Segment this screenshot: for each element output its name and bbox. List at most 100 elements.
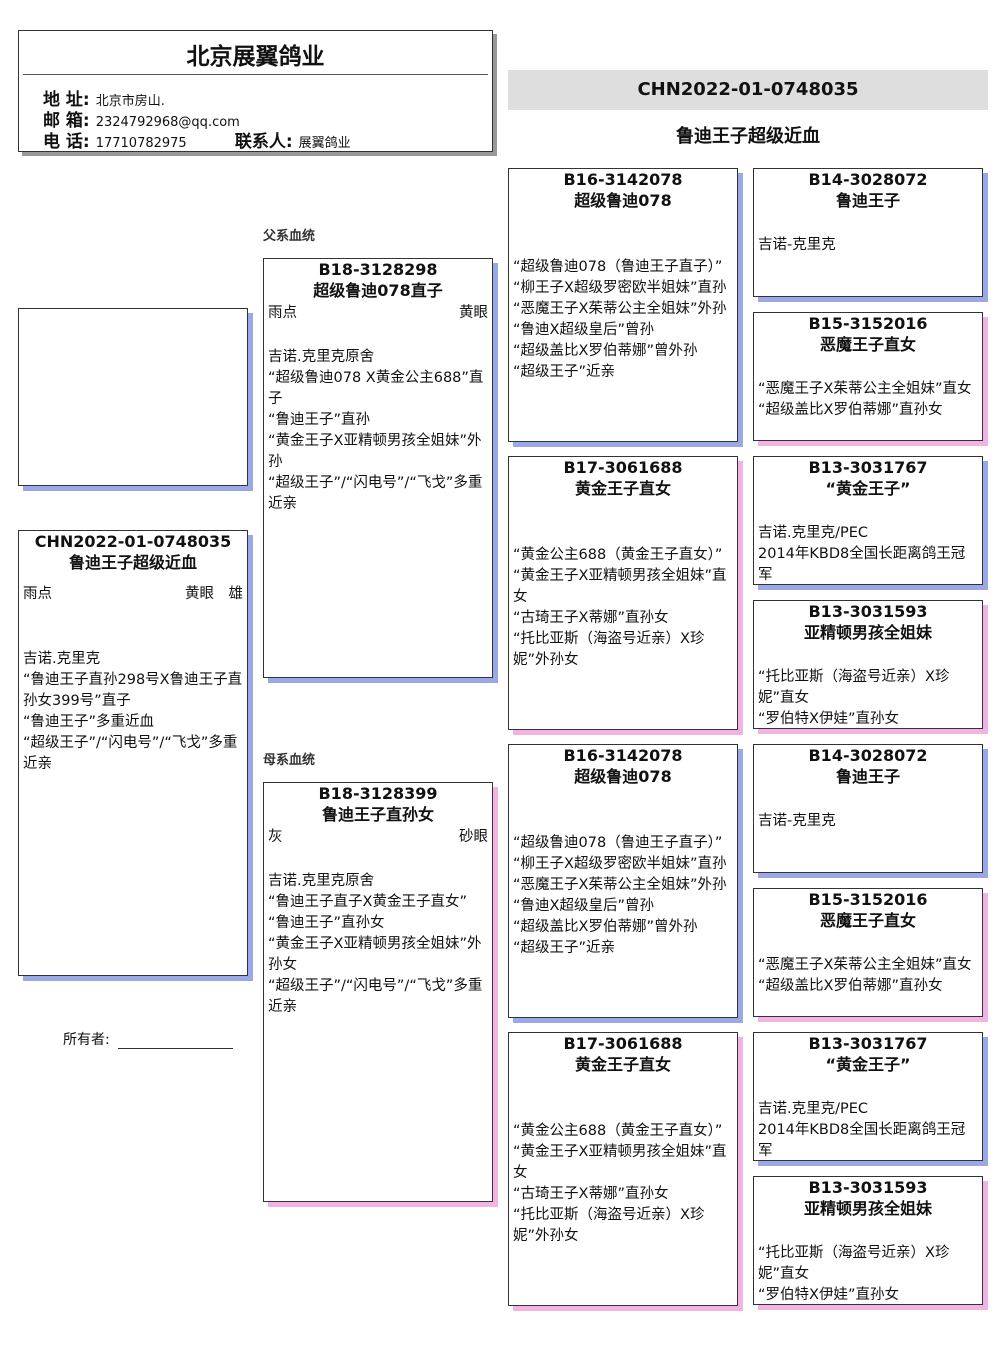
pedigree-name-title: 鲁迪王子超级近血 bbox=[676, 126, 820, 147]
ring-number: B15-3152016 bbox=[808, 314, 928, 333]
note-line: “鲁迪王子”直孙女 bbox=[268, 915, 385, 931]
pigeon-card-dam: B18-3128399 鲁迪王子直孙女灰 砂眼吉诺.克里克原舍 “鲁迪王子直子X黄金王… bbox=[263, 782, 493, 1202]
ring-number: B15-3152016 bbox=[808, 890, 928, 909]
feather-color: 雨点 bbox=[23, 586, 52, 602]
ring-number: CHN2022-01-0748035 bbox=[34, 532, 232, 551]
photo-placeholder bbox=[18, 308, 248, 486]
note-line: “超级王子”/“闪电号”/“飞戈”多重近亲 bbox=[268, 978, 483, 1015]
note-line: “托比亚斯（海盗号近亲）X珍妮”直女 bbox=[758, 1245, 950, 1282]
ring-number: B17-3061688 bbox=[563, 1034, 683, 1053]
note-line: “超级王子”近亲 bbox=[513, 940, 616, 956]
eye-color: 砂眼 bbox=[459, 829, 488, 845]
pigeon-name: “黄金王子” bbox=[825, 1055, 911, 1074]
pedigree-notes: “黄金公主688（黄金王子直女）”“黄金王子X亚精顿男孩全姐妹”直女“古琦王子X… bbox=[513, 545, 733, 671]
note-line: “托比亚斯（海盗号近亲）X珍妮”外孙女 bbox=[513, 631, 705, 668]
email-row: 邮 箱:2324792968@qq.com bbox=[43, 106, 240, 131]
pedigree-notes: “托比亚斯（海盗号近亲）X珍妮”直女 “罗伯特X伊娃”直孙女 bbox=[758, 667, 978, 728]
contact-value: 展翼鸽业 bbox=[298, 136, 351, 151]
pigeon-name: 鲁迪王子 bbox=[835, 191, 900, 210]
pigeon-name: 鲁迪王子超级近血 bbox=[68, 553, 197, 572]
phone-label: 电 话: bbox=[43, 132, 90, 152]
address-value: 北京市房山. bbox=[95, 94, 165, 109]
note-line: “柳王子X超级罗密欧半姐妹”直孙 bbox=[513, 280, 727, 296]
note-line: “鲁迪X超级皇后”曾孙 bbox=[513, 322, 654, 338]
note-line: “黄金王子X亚精顿男孩全姐妹”外孙 bbox=[268, 433, 482, 470]
note-line: 2014年KBD8全国长距离鸽王冠军 bbox=[758, 1122, 966, 1159]
note-line: “黄金公主688（黄金王子直女）” bbox=[513, 547, 723, 563]
attributes-row: 雨点 黄眼 bbox=[264, 303, 492, 324]
pigeon-name: 超级鲁迪078 bbox=[574, 191, 672, 210]
pedigree-notes: “恶魔王子X茱蒂公主全姐妹”直女 “超级盖比X罗伯蒂娜”直孙女 bbox=[758, 955, 978, 997]
pedigree-notes: “恶魔王子X茱蒂公主全姐妹”直女 “超级盖比X罗伯蒂娜”直孙女 bbox=[758, 379, 978, 421]
note-line: “恶魔王子X茱蒂公主全姐妹”直女 bbox=[758, 957, 972, 973]
pigeon-card-subject: CHN2022-01-0748035 鲁迪王子超级近血雨点 黄眼 雄吉诺.克里克“鲁… bbox=[18, 530, 248, 976]
note-line: “托比亚斯（海盗号近亲）X珍妮”直女 bbox=[758, 669, 950, 706]
note-line: “柳王子X超级罗密欧半姐妹”直孙 bbox=[513, 856, 727, 872]
pedigree-notes: “超级鲁迪078（鲁迪王子直子）”“柳王子X超级罗密欧半姐妹”直孙“恶魔王子X茱… bbox=[513, 833, 733, 959]
ring-number: B16-3142078 bbox=[563, 170, 683, 189]
note-line: “托比亚斯（海盗号近亲）X珍妮”外孙女 bbox=[513, 1207, 705, 1244]
note-line: 吉诺-克里克 bbox=[758, 237, 836, 253]
note-line: “鲁迪王子直子X黄金王子直女” bbox=[268, 894, 467, 910]
pigeon-card-ss: B16-3142078 超级鲁迪078 “超级鲁迪078（鲁迪王子直子）”“柳王子X… bbox=[508, 168, 738, 442]
dam-line-label: 母系血统 bbox=[263, 753, 316, 768]
note-line: 吉诺.克里克原舍 bbox=[268, 349, 375, 365]
owner-field: 所有者: bbox=[63, 1029, 233, 1049]
pedigree-notes: 吉诺.克里克“鲁迪王子直孙298号X鲁迪王子直孙女399号”直子“鲁迪王子”多重… bbox=[23, 649, 243, 775]
note-line: “超级王子”近亲 bbox=[513, 364, 616, 380]
note-line: “黄金王子X亚精顿男孩全姐妹”直女 bbox=[513, 1144, 727, 1181]
pigeon-name: 超级鲁迪078 bbox=[574, 767, 672, 786]
note-line: 吉诺.克里克原舍 bbox=[268, 873, 375, 889]
ring-number: B14-3028072 bbox=[808, 746, 928, 765]
note-line: “超级鲁迪078（鲁迪王子直子）” bbox=[513, 835, 723, 851]
note-line: “超级盖比X罗伯蒂娜”直孙女 bbox=[758, 978, 943, 994]
pigeon-name: 恶魔王子直女 bbox=[819, 911, 916, 930]
note-line: 2014年KBD8全国长距离鸽王冠军 bbox=[758, 546, 966, 583]
ring-number: B18-3128399 bbox=[318, 784, 438, 803]
pedigree-notes: 吉诺-克里克 bbox=[758, 811, 978, 832]
note-line: “恶魔王子X茱蒂公主全姐妹”外孙 bbox=[513, 301, 727, 317]
ring-number: B13-3031767 bbox=[808, 458, 928, 477]
breeder-header: 北京展翼鸽业 地 址:北京市房山. 邮 箱:2324792968@qq.com … bbox=[18, 30, 493, 152]
pigeon-name: 鲁迪王子直孙女 bbox=[321, 805, 434, 824]
pedigree-notes: “托比亚斯（海盗号近亲）X珍妮”直女“罗伯特X伊娃”直孙女 bbox=[758, 1243, 978, 1304]
pedigree-ring-title: CHN2022-01-0748035 bbox=[508, 70, 988, 110]
feather-color: 灰 bbox=[268, 829, 283, 845]
ring-number: B17-3061688 bbox=[563, 458, 683, 477]
note-line: “古琦王子X蒂娜”直孙女 bbox=[513, 610, 669, 626]
note-line: “超级盖比X罗伯蒂娜”直孙女 bbox=[758, 402, 943, 418]
pigeon-name: 恶魔王子直女 bbox=[819, 335, 916, 354]
note-line: “恶魔王子X茱蒂公主全姐妹”直女 bbox=[758, 381, 972, 397]
note-line: “黄金王子X亚精顿男孩全姐妹”外孙女 bbox=[268, 936, 482, 973]
pigeon-name: 亚精顿男孩全姐妹 bbox=[803, 1199, 932, 1218]
pedigree-notes: “超级鲁迪078（鲁迪王子直子）”“柳王子X超级罗密欧半姐妹”直孙“恶魔王子X茱… bbox=[513, 257, 733, 383]
ring-number: B18-3128298 bbox=[318, 260, 438, 279]
note-line: “鲁迪王子”直孙 bbox=[268, 412, 371, 428]
pigeon-name: 黄金王子直女 bbox=[574, 479, 671, 498]
ring-number: B13-3031593 bbox=[808, 1178, 928, 1197]
address-row: 地 址:北京市房山. bbox=[43, 85, 165, 110]
pedigree-notes: 吉诺.克里克原舍 “鲁迪王子直子X黄金王子直女” “鲁迪王子”直孙女 “黄金王子X亚精… bbox=[268, 871, 488, 1018]
pigeon-name: 黄金王子直女 bbox=[574, 1055, 671, 1074]
note-line: “鲁迪王子直孙298号X鲁迪王子直孙女399号”直子 bbox=[23, 672, 243, 709]
owner-label: 所有者: bbox=[63, 1032, 110, 1048]
eye-color: 黄眼 bbox=[459, 305, 488, 321]
email-value: 2324792968@qq.com bbox=[95, 115, 240, 130]
company-name: 北京展翼鸽业 bbox=[186, 44, 325, 70]
note-line: “超级王子”/“闪电号”/“飞戈”多重近亲 bbox=[268, 475, 483, 512]
pigeon-name: 亚精顿男孩全姐妹 bbox=[803, 623, 932, 642]
note-line: “鲁迪王子”多重近血 bbox=[23, 714, 155, 730]
divider bbox=[23, 74, 488, 75]
note-line: “罗伯特X伊娃”直孙女 bbox=[758, 711, 899, 727]
pigeon-card-ssd: B15-3152016 恶魔王子直女 “恶魔王子X茱蒂公主全姐妹”直女 “超级盖比X罗… bbox=[753, 312, 983, 441]
eye-color: 黄眼 雄 bbox=[185, 586, 243, 602]
feather-color: 雨点 bbox=[268, 305, 297, 321]
